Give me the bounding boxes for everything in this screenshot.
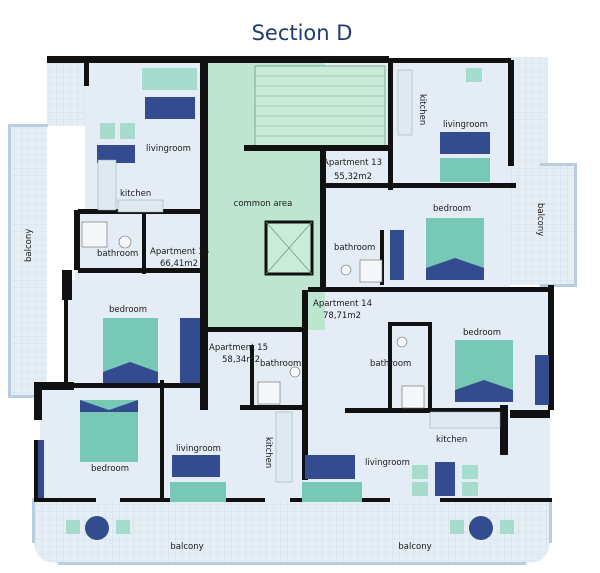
apartment-14-name: Apartment 14 — [313, 299, 372, 309]
apartment-13-livingroom-label: livingroom — [443, 120, 488, 130]
apartment-16-livingroom-label: livingroom — [146, 144, 191, 154]
apartment-13-bathroom-label: bathroom — [334, 243, 375, 253]
apartment-16-kitchen-label: kitchen — [120, 189, 151, 199]
east-balcony-label: balcony — [535, 203, 545, 236]
apartment-16-bathroom-label: bathroom — [97, 249, 138, 259]
apartment-13-bedroom-label: bedroom — [433, 204, 471, 214]
apartment-13-area: 55,32m2 — [334, 172, 372, 182]
common-area-label: common area — [234, 199, 293, 209]
apartment-14-livingroom-label: livingroom — [365, 458, 410, 468]
west-balcony — [10, 126, 47, 396]
north-east-terrace — [508, 57, 548, 163]
furniture — [38, 68, 549, 540]
apartment-15-livingroom-label: livingroom — [176, 444, 221, 454]
apartment-15-area: 58,34m2 — [222, 355, 260, 365]
apartment-14-area: 78,71m2 — [323, 311, 361, 321]
south-west-balcony-label: balcony — [170, 542, 203, 552]
apartment-16-area: 66,41m2 — [160, 259, 198, 269]
railings — [8, 124, 577, 565]
walls — [34, 56, 554, 502]
west-balcony-label: balcony — [24, 229, 34, 262]
apartment-14-bathroom-label: bathroom — [370, 359, 411, 369]
apartment-15-kitchen-label: kitchen — [263, 437, 273, 468]
apartment-16-bedroom-label: bedroom — [109, 305, 147, 315]
section-title: Section D — [252, 21, 353, 45]
apartment-13-name: Apartment 13 — [323, 158, 382, 168]
elevator — [264, 220, 314, 276]
east-balcony — [510, 163, 575, 285]
staircase — [254, 65, 386, 147]
south-west-balcony — [34, 498, 300, 563]
apartment-13-kitchen-label: kitchen — [417, 94, 427, 125]
north-west-terrace — [47, 62, 87, 126]
south-east-balcony — [300, 498, 550, 563]
apartment-14-kitchen-label: kitchen — [436, 435, 467, 445]
balcony-areas — [10, 57, 575, 563]
apartment-16-name: Apartment 16 — [150, 247, 209, 257]
apartment-15-name: Apartment 15 — [209, 343, 268, 353]
apartment-14-bedroom-label: bedroom — [463, 328, 501, 338]
south-east-balcony-label: balcony — [398, 542, 431, 552]
apartment-15-bathroom-label: bathroom — [260, 359, 301, 369]
room-labels: common area Apartment 13 55,32m2 Apartme… — [24, 94, 545, 552]
apartment-15-bedroom-label: bedroom — [91, 464, 129, 474]
